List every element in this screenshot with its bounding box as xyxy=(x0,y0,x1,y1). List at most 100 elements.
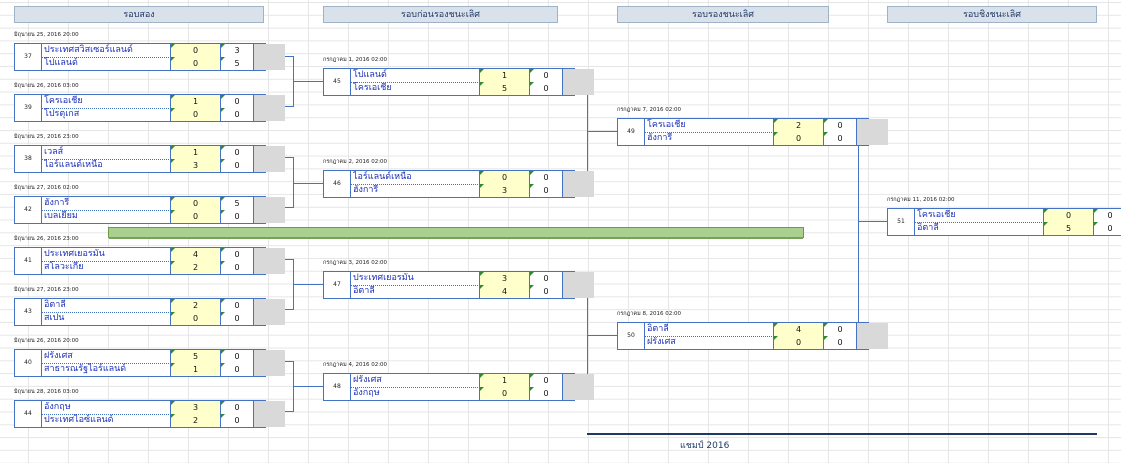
team-name-cell[interactable]: อังกฤษ xyxy=(353,388,380,398)
score-cell[interactable]: 0 xyxy=(170,44,220,57)
score-cell[interactable]: 4 xyxy=(479,285,529,298)
shaded-cell[interactable] xyxy=(253,210,285,223)
shaded-cell[interactable] xyxy=(562,171,594,184)
team-name-cell[interactable]: อิตาลี xyxy=(647,324,669,334)
team-name-cell[interactable]: ไอร์แลนด์เหนือ xyxy=(353,172,412,182)
team-name-cell[interactable]: ฝรั่งเศส xyxy=(44,351,73,361)
extra-score-cell[interactable]: 0 xyxy=(1093,222,1121,235)
score-cell[interactable]: 4 xyxy=(773,323,823,336)
team-name-cell[interactable]: อิตาลี xyxy=(353,286,375,296)
score-cell[interactable]: 3 xyxy=(170,159,220,172)
extra-score-cell[interactable]: 3 xyxy=(220,44,253,57)
score-cell[interactable]: 0 xyxy=(773,132,823,145)
score-cell[interactable]: 5 xyxy=(170,350,220,363)
score-cell[interactable]: 0 xyxy=(170,197,220,210)
extra-score-cell[interactable]: 0 xyxy=(823,323,856,336)
extra-score-cell[interactable]: 0 xyxy=(220,108,253,121)
team-name-cell[interactable]: โครเอเชีย xyxy=(917,210,956,220)
score-cell[interactable]: 1 xyxy=(479,69,529,82)
shaded-cell[interactable] xyxy=(562,82,594,95)
team-name-cell[interactable]: อิตาลี xyxy=(917,223,939,233)
score-cell[interactable]: 0 xyxy=(170,312,220,325)
shaded-cell[interactable] xyxy=(562,285,594,298)
extra-score-cell[interactable]: 5 xyxy=(220,197,253,210)
score-cell[interactable]: 3 xyxy=(479,184,529,197)
shaded-cell[interactable] xyxy=(856,119,888,132)
team-name-cell[interactable]: ประเทศสวิสเซอร์แลนด์ xyxy=(44,45,133,55)
extra-score-cell[interactable]: 0 xyxy=(529,184,562,197)
shaded-cell[interactable] xyxy=(562,387,594,400)
shaded-cell[interactable] xyxy=(253,146,285,159)
team-name-cell[interactable]: โครเอเชีย xyxy=(44,96,83,106)
shaded-cell[interactable] xyxy=(562,184,594,197)
team-name-cell[interactable]: เบลเยียม xyxy=(44,211,78,221)
score-cell[interactable]: 5 xyxy=(479,82,529,95)
team-name-cell[interactable]: โครเอเชีย xyxy=(353,83,392,93)
score-cell[interactable]: 2 xyxy=(170,414,220,427)
team-name-cell[interactable]: โครเอเชีย xyxy=(647,120,686,130)
shaded-cell[interactable] xyxy=(253,401,285,414)
extra-score-cell[interactable]: 0 xyxy=(220,350,253,363)
shaded-cell[interactable] xyxy=(253,299,285,312)
shaded-cell[interactable] xyxy=(856,132,888,145)
score-cell[interactable]: 0 xyxy=(170,210,220,223)
team-name-cell[interactable]: สาธารณรัฐไอร์แลนด์ xyxy=(44,364,127,374)
shaded-cell[interactable] xyxy=(253,159,285,172)
shaded-cell[interactable] xyxy=(253,414,285,427)
score-cell[interactable]: 1 xyxy=(479,374,529,387)
extra-score-cell[interactable]: 0 xyxy=(529,285,562,298)
team-name-cell[interactable]: โปแลนด์ xyxy=(44,58,78,68)
shaded-cell[interactable] xyxy=(253,363,285,376)
extra-score-cell[interactable]: 0 xyxy=(220,299,253,312)
extra-score-cell[interactable]: 0 xyxy=(220,414,253,427)
team-name-cell[interactable]: ประเทศไอซ์แลนด์ xyxy=(44,415,114,425)
extra-score-cell[interactable]: 0 xyxy=(529,272,562,285)
shaded-cell[interactable] xyxy=(253,108,285,121)
score-cell[interactable]: 2 xyxy=(773,119,823,132)
score-cell[interactable]: 2 xyxy=(170,261,220,274)
team-name-cell[interactable]: อังกฤษ xyxy=(44,402,71,412)
score-cell[interactable]: 1 xyxy=(170,363,220,376)
extra-score-cell[interactable]: 0 xyxy=(220,312,253,325)
score-cell[interactable]: 0 xyxy=(479,387,529,400)
shaded-cell[interactable] xyxy=(253,350,285,363)
team-name-cell[interactable]: เวลส์ xyxy=(44,147,64,157)
shaded-cell[interactable] xyxy=(253,261,285,274)
shaded-cell[interactable] xyxy=(253,197,285,210)
score-cell[interactable]: 1 xyxy=(170,146,220,159)
extra-score-cell[interactable]: 0 xyxy=(220,248,253,261)
extra-score-cell[interactable]: 0 xyxy=(220,210,253,223)
shaded-cell[interactable] xyxy=(253,44,285,57)
score-cell[interactable]: 0 xyxy=(170,57,220,70)
extra-score-cell[interactable]: 0 xyxy=(529,387,562,400)
shaded-cell[interactable] xyxy=(856,323,888,336)
shaded-cell[interactable] xyxy=(856,336,888,349)
extra-score-cell[interactable]: 0 xyxy=(220,401,253,414)
team-name-cell[interactable]: ฮังการี xyxy=(353,185,379,195)
score-cell[interactable]: 2 xyxy=(170,299,220,312)
score-cell[interactable]: 0 xyxy=(170,108,220,121)
extra-score-cell[interactable]: 5 xyxy=(220,57,253,70)
team-name-cell[interactable]: โปรตุเกส xyxy=(44,109,80,119)
team-name-cell[interactable]: ประเทศเยอรมัน xyxy=(44,249,105,259)
team-name-cell[interactable]: ฝรั่งเศส xyxy=(647,337,676,347)
extra-score-cell[interactable]: 0 xyxy=(529,374,562,387)
extra-score-cell[interactable]: 0 xyxy=(823,119,856,132)
shaded-cell[interactable] xyxy=(253,312,285,325)
team-name-cell[interactable]: ฮังการี xyxy=(647,133,673,143)
score-cell[interactable]: 0 xyxy=(1043,209,1093,222)
score-cell[interactable]: 5 xyxy=(1043,222,1093,235)
extra-score-cell[interactable]: 0 xyxy=(220,95,253,108)
score-cell[interactable]: 4 xyxy=(170,248,220,261)
shaded-cell[interactable] xyxy=(253,57,285,70)
team-name-cell[interactable]: ประเทศเยอรมัน xyxy=(353,273,414,283)
team-name-cell[interactable]: อิตาลี xyxy=(44,300,66,310)
extra-score-cell[interactable]: 0 xyxy=(823,132,856,145)
extra-score-cell[interactable]: 0 xyxy=(220,261,253,274)
score-cell[interactable]: 3 xyxy=(170,401,220,414)
team-name-cell[interactable]: ฝรั่งเศส xyxy=(353,375,382,385)
team-name-cell[interactable]: สเปน xyxy=(44,313,65,323)
team-name-cell[interactable]: ไอร์แลนด์เหนือ xyxy=(44,160,103,170)
score-cell[interactable]: 0 xyxy=(479,171,529,184)
extra-score-cell[interactable]: 0 xyxy=(220,146,253,159)
